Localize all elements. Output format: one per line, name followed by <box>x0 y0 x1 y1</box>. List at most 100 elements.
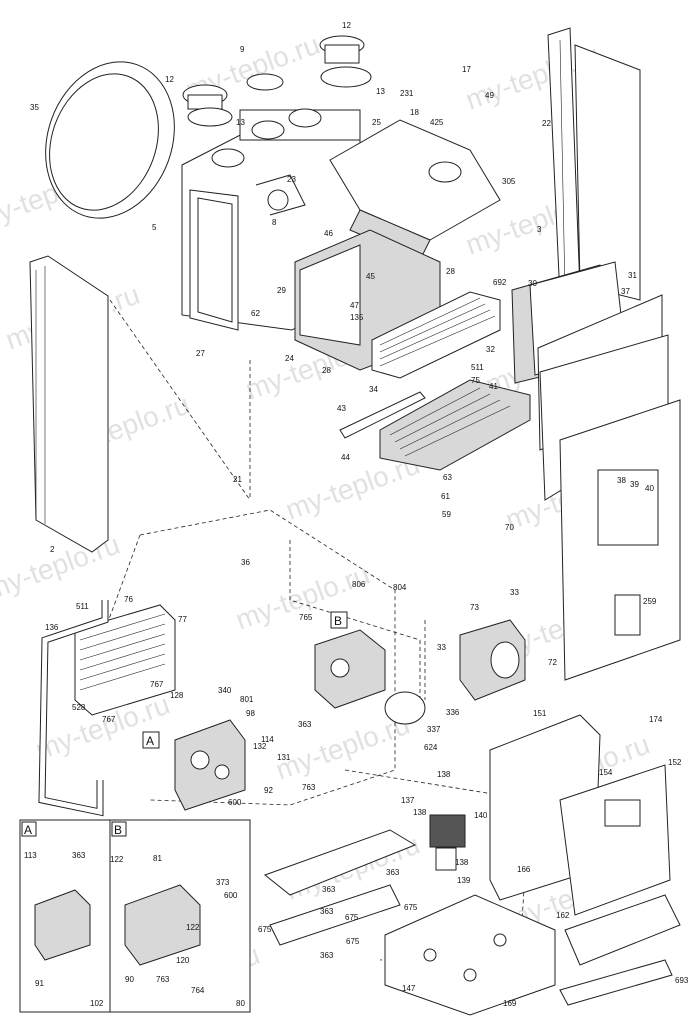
callout: 18 <box>410 108 419 117</box>
callout: 44 <box>341 453 350 462</box>
callout: 43 <box>337 404 346 413</box>
callout: 174 <box>649 715 663 724</box>
callout: 804 <box>393 583 407 592</box>
hydraulic-block-a <box>174 719 246 811</box>
callout: 138 <box>413 808 427 817</box>
callout: 47 <box>350 301 359 310</box>
three-way-valve-motor <box>384 691 426 725</box>
callout: 13 <box>236 118 245 127</box>
callout: 80 <box>236 999 245 1008</box>
inset-a-label: A <box>24 823 32 837</box>
callout: 767 <box>102 715 116 724</box>
callout: 763 <box>156 975 170 984</box>
inset-b-label: B <box>114 823 122 837</box>
rear-frame <box>547 27 641 301</box>
callout: 59 <box>442 510 451 519</box>
callout: 675 <box>346 937 360 946</box>
callout: 27 <box>196 349 205 358</box>
callout: 132 <box>253 742 267 751</box>
callout: 363 <box>320 951 334 960</box>
callout: 305 <box>502 177 516 186</box>
callout: 102 <box>90 999 104 1008</box>
callout: 363 <box>72 851 86 860</box>
callout: 138 <box>455 858 469 867</box>
callout: 35 <box>30 103 39 112</box>
callout: 75 <box>471 376 480 385</box>
hydraulic-block-b <box>314 629 386 709</box>
callout: 162 <box>556 911 570 920</box>
callout: 259 <box>643 597 657 606</box>
callout: 21 <box>233 475 242 484</box>
callout: 363 <box>298 720 312 729</box>
callout: 692 <box>493 278 507 287</box>
callout: 624 <box>424 743 438 752</box>
callout: 12 <box>342 21 351 30</box>
callout: 425 <box>430 118 444 127</box>
callout: 231 <box>400 89 414 98</box>
callout: 600 <box>224 891 238 900</box>
gas-valve <box>429 814 466 871</box>
callout: 801 <box>240 695 254 704</box>
callout: 45 <box>366 272 375 281</box>
circulation-pump <box>459 619 526 701</box>
callout: 63 <box>443 473 452 482</box>
callout: 763 <box>302 783 316 792</box>
callout: 91 <box>35 979 44 988</box>
section-markers: A B <box>142 611 348 749</box>
callout: 135 <box>350 313 364 322</box>
callout: 92 <box>264 786 273 795</box>
callout: 136 <box>45 623 59 632</box>
callout: 767 <box>150 680 164 689</box>
callout: 17 <box>462 65 471 74</box>
callout: 675 <box>345 913 359 922</box>
callout: 113 <box>24 851 37 860</box>
callout: 166 <box>517 865 531 874</box>
callout: 138 <box>437 770 451 779</box>
burner <box>339 379 531 471</box>
callout: 363 <box>386 868 400 877</box>
seals-kit <box>263 829 417 946</box>
callout: 8 <box>272 218 277 227</box>
callout: 12 <box>165 75 174 84</box>
callout: 152 <box>668 758 682 767</box>
callout: 36 <box>241 558 250 567</box>
left-side-panel <box>29 255 109 553</box>
callout: 151 <box>533 709 547 718</box>
callout: 70 <box>505 523 514 532</box>
callout: 2 <box>50 545 55 554</box>
return-pipe <box>38 600 109 817</box>
callout: 154 <box>599 768 613 777</box>
callout: 169 <box>503 999 517 1008</box>
callout: 122 <box>110 855 124 864</box>
callout: 675 <box>258 925 272 934</box>
callout: 22 <box>542 119 551 128</box>
callout: 128 <box>170 691 184 700</box>
heat-exchanger <box>371 291 501 379</box>
insulation-panels <box>511 261 663 451</box>
callout: 24 <box>285 354 294 363</box>
callout: 528 <box>72 703 86 712</box>
callout: 33 <box>510 588 519 597</box>
callout: 29 <box>277 286 286 295</box>
callout: 49 <box>485 91 494 100</box>
callout: 373 <box>216 878 230 887</box>
callout: 46 <box>324 229 333 238</box>
watermark: my-teplo.ru <box>231 559 373 636</box>
callout: 28 <box>446 267 455 276</box>
callout: 73 <box>470 603 479 612</box>
callout: 34 <box>369 385 378 394</box>
detail-inset-box: A B <box>19 819 251 1013</box>
callout: 140 <box>474 811 488 820</box>
callout: 38 <box>617 476 626 485</box>
callout: 61 <box>441 492 450 501</box>
control-box <box>489 714 681 1006</box>
callout: 40 <box>645 484 654 493</box>
flue-fittings <box>182 35 372 127</box>
callout: 693 <box>675 976 689 985</box>
expansion-vessel <box>45 61 175 219</box>
callout: 337 <box>427 725 441 734</box>
callout: 114 <box>261 735 274 744</box>
callout: 600 <box>228 798 242 807</box>
marker-a: A <box>146 734 154 748</box>
